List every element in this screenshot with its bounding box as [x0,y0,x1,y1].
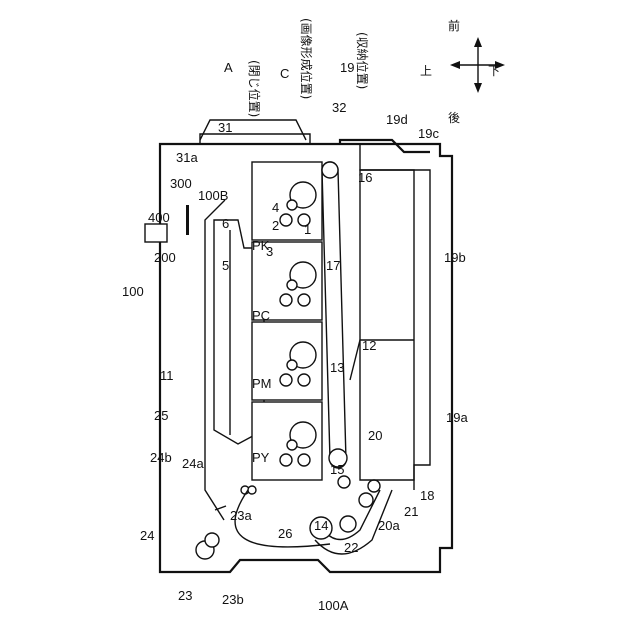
label-24a: 24a [182,456,204,471]
cartridge-py [252,402,322,480]
label-4: 4 [272,200,279,215]
label-5: 5 [222,258,229,273]
label-22: 22 [344,540,358,555]
label-19d: 19d [386,112,408,127]
label-23b: 23b [222,592,244,607]
label-24: 24 [140,528,154,543]
label-17: 17 [326,258,340,273]
cartridge-pk [252,162,322,240]
label-py: PY [252,450,270,465]
label-stored-position: (収納位置) [355,32,370,89]
label-19b: 19b [444,250,466,265]
label-12: 12 [362,338,376,353]
label-20: 20 [368,428,382,443]
label-13: 13 [330,360,344,375]
label-21: 21 [404,504,418,519]
label-15: 15 [330,462,344,477]
label-25: 25 [154,408,168,423]
label-20a: 20a [378,518,400,533]
label-back: 後 [448,111,460,125]
label-11: 11 [160,368,174,383]
label-1: 1 [304,222,311,237]
label-2: 2 [272,218,279,233]
paper-path [196,476,392,559]
label-front: 前 [448,18,460,33]
label-23a: 23a [230,508,252,523]
label-19c: 19c [418,126,439,141]
label-400: 400 [148,210,170,225]
label-100: 100 [122,284,144,299]
label-19: 19 [340,60,354,75]
label-down: 下 [488,64,500,78]
label-100b: 100B [198,188,228,203]
label-up: 上 [420,64,432,78]
label-6: 6 [222,216,229,231]
label-closed-position: (閉じ位置) [247,60,262,117]
label-200: 200 [154,250,176,265]
label-c: C [280,66,289,81]
label-14: 14 [314,518,328,533]
label-26: 26 [278,526,292,541]
label-18: 18 [420,488,434,503]
label-19a: 19a [446,410,468,425]
label-image-position: (画像形成位置) [299,18,314,99]
transfer-belt [322,162,347,468]
label-a: A [224,60,233,75]
label-31: 31 [218,120,232,135]
label-32: 32 [332,100,346,115]
label-24b: 24b [150,450,172,465]
label-3: 3 [266,244,273,259]
label-300: 300 [170,176,192,191]
label-pc: PC [252,308,270,323]
label-16: 16 [358,170,372,185]
label-pm: PM [252,376,272,391]
label-23: 23 [178,588,192,603]
label-31a: 31a [176,150,198,165]
label-100a: 100A [318,598,349,613]
